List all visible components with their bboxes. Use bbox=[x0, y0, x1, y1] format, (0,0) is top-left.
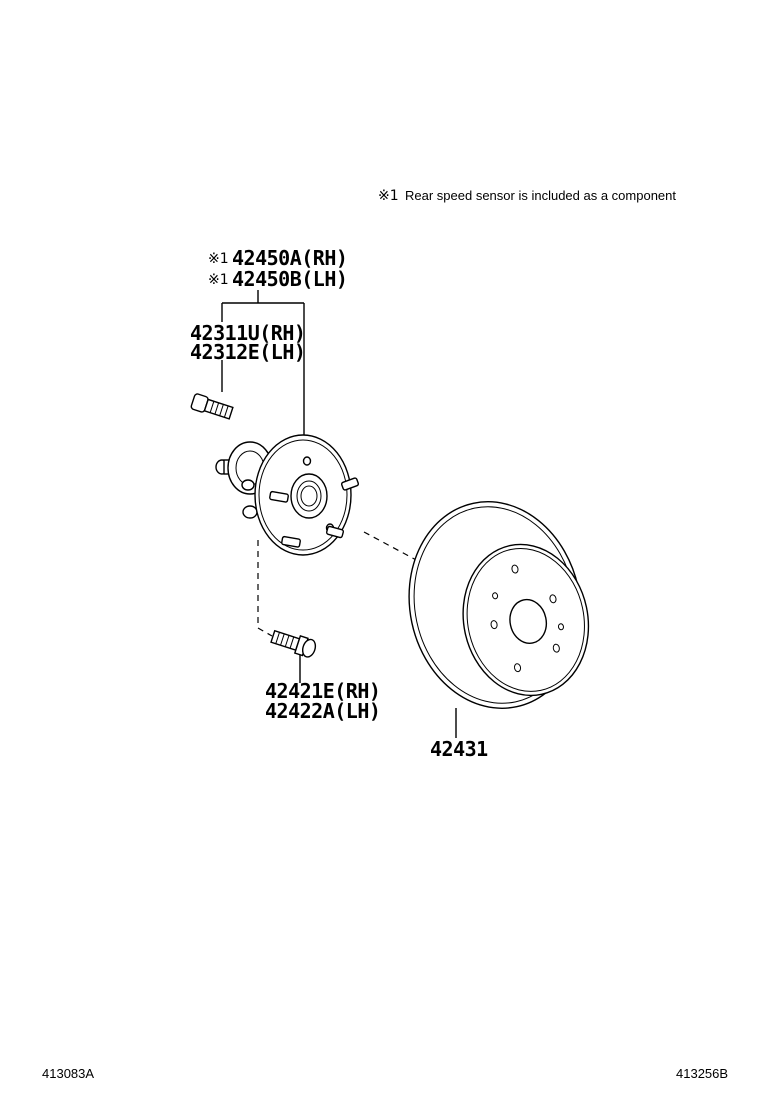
stud-bolt-illustration bbox=[270, 629, 317, 658]
hub-rh-part-number[interactable]: 42450A(RH) bbox=[232, 246, 348, 270]
hub-lh-mark: ※1 bbox=[208, 272, 229, 288]
hub-rh-mark: ※1 bbox=[208, 251, 229, 267]
brake-disc-illustration bbox=[408, 501, 590, 709]
bolt-rh-part-number[interactable]: 42311U(RH) bbox=[190, 321, 306, 345]
hub-lh-part-number[interactable]: 42450B(LH) bbox=[232, 267, 348, 291]
bolt-lh-part-number[interactable]: 42312E(LH) bbox=[190, 340, 306, 364]
disc-part-number[interactable]: 42431 bbox=[430, 737, 489, 761]
illustration-code-right: 413256B bbox=[676, 1066, 728, 1081]
note-text: Rear speed sensor is included as a compo… bbox=[405, 188, 676, 203]
illustration-code-left: 413083A bbox=[42, 1066, 94, 1081]
note-mark: ※1 bbox=[378, 188, 399, 204]
hub-leader-lines bbox=[221, 290, 305, 452]
hub-bearing-illustration bbox=[215, 434, 360, 556]
stud-rh-part-number[interactable]: 42421E(RH) bbox=[265, 679, 381, 703]
alignment-lines bbox=[257, 531, 421, 637]
stud-lh-part-number[interactable]: 42422A(LH) bbox=[265, 699, 381, 723]
hub-bolt-illustration bbox=[190, 393, 234, 420]
